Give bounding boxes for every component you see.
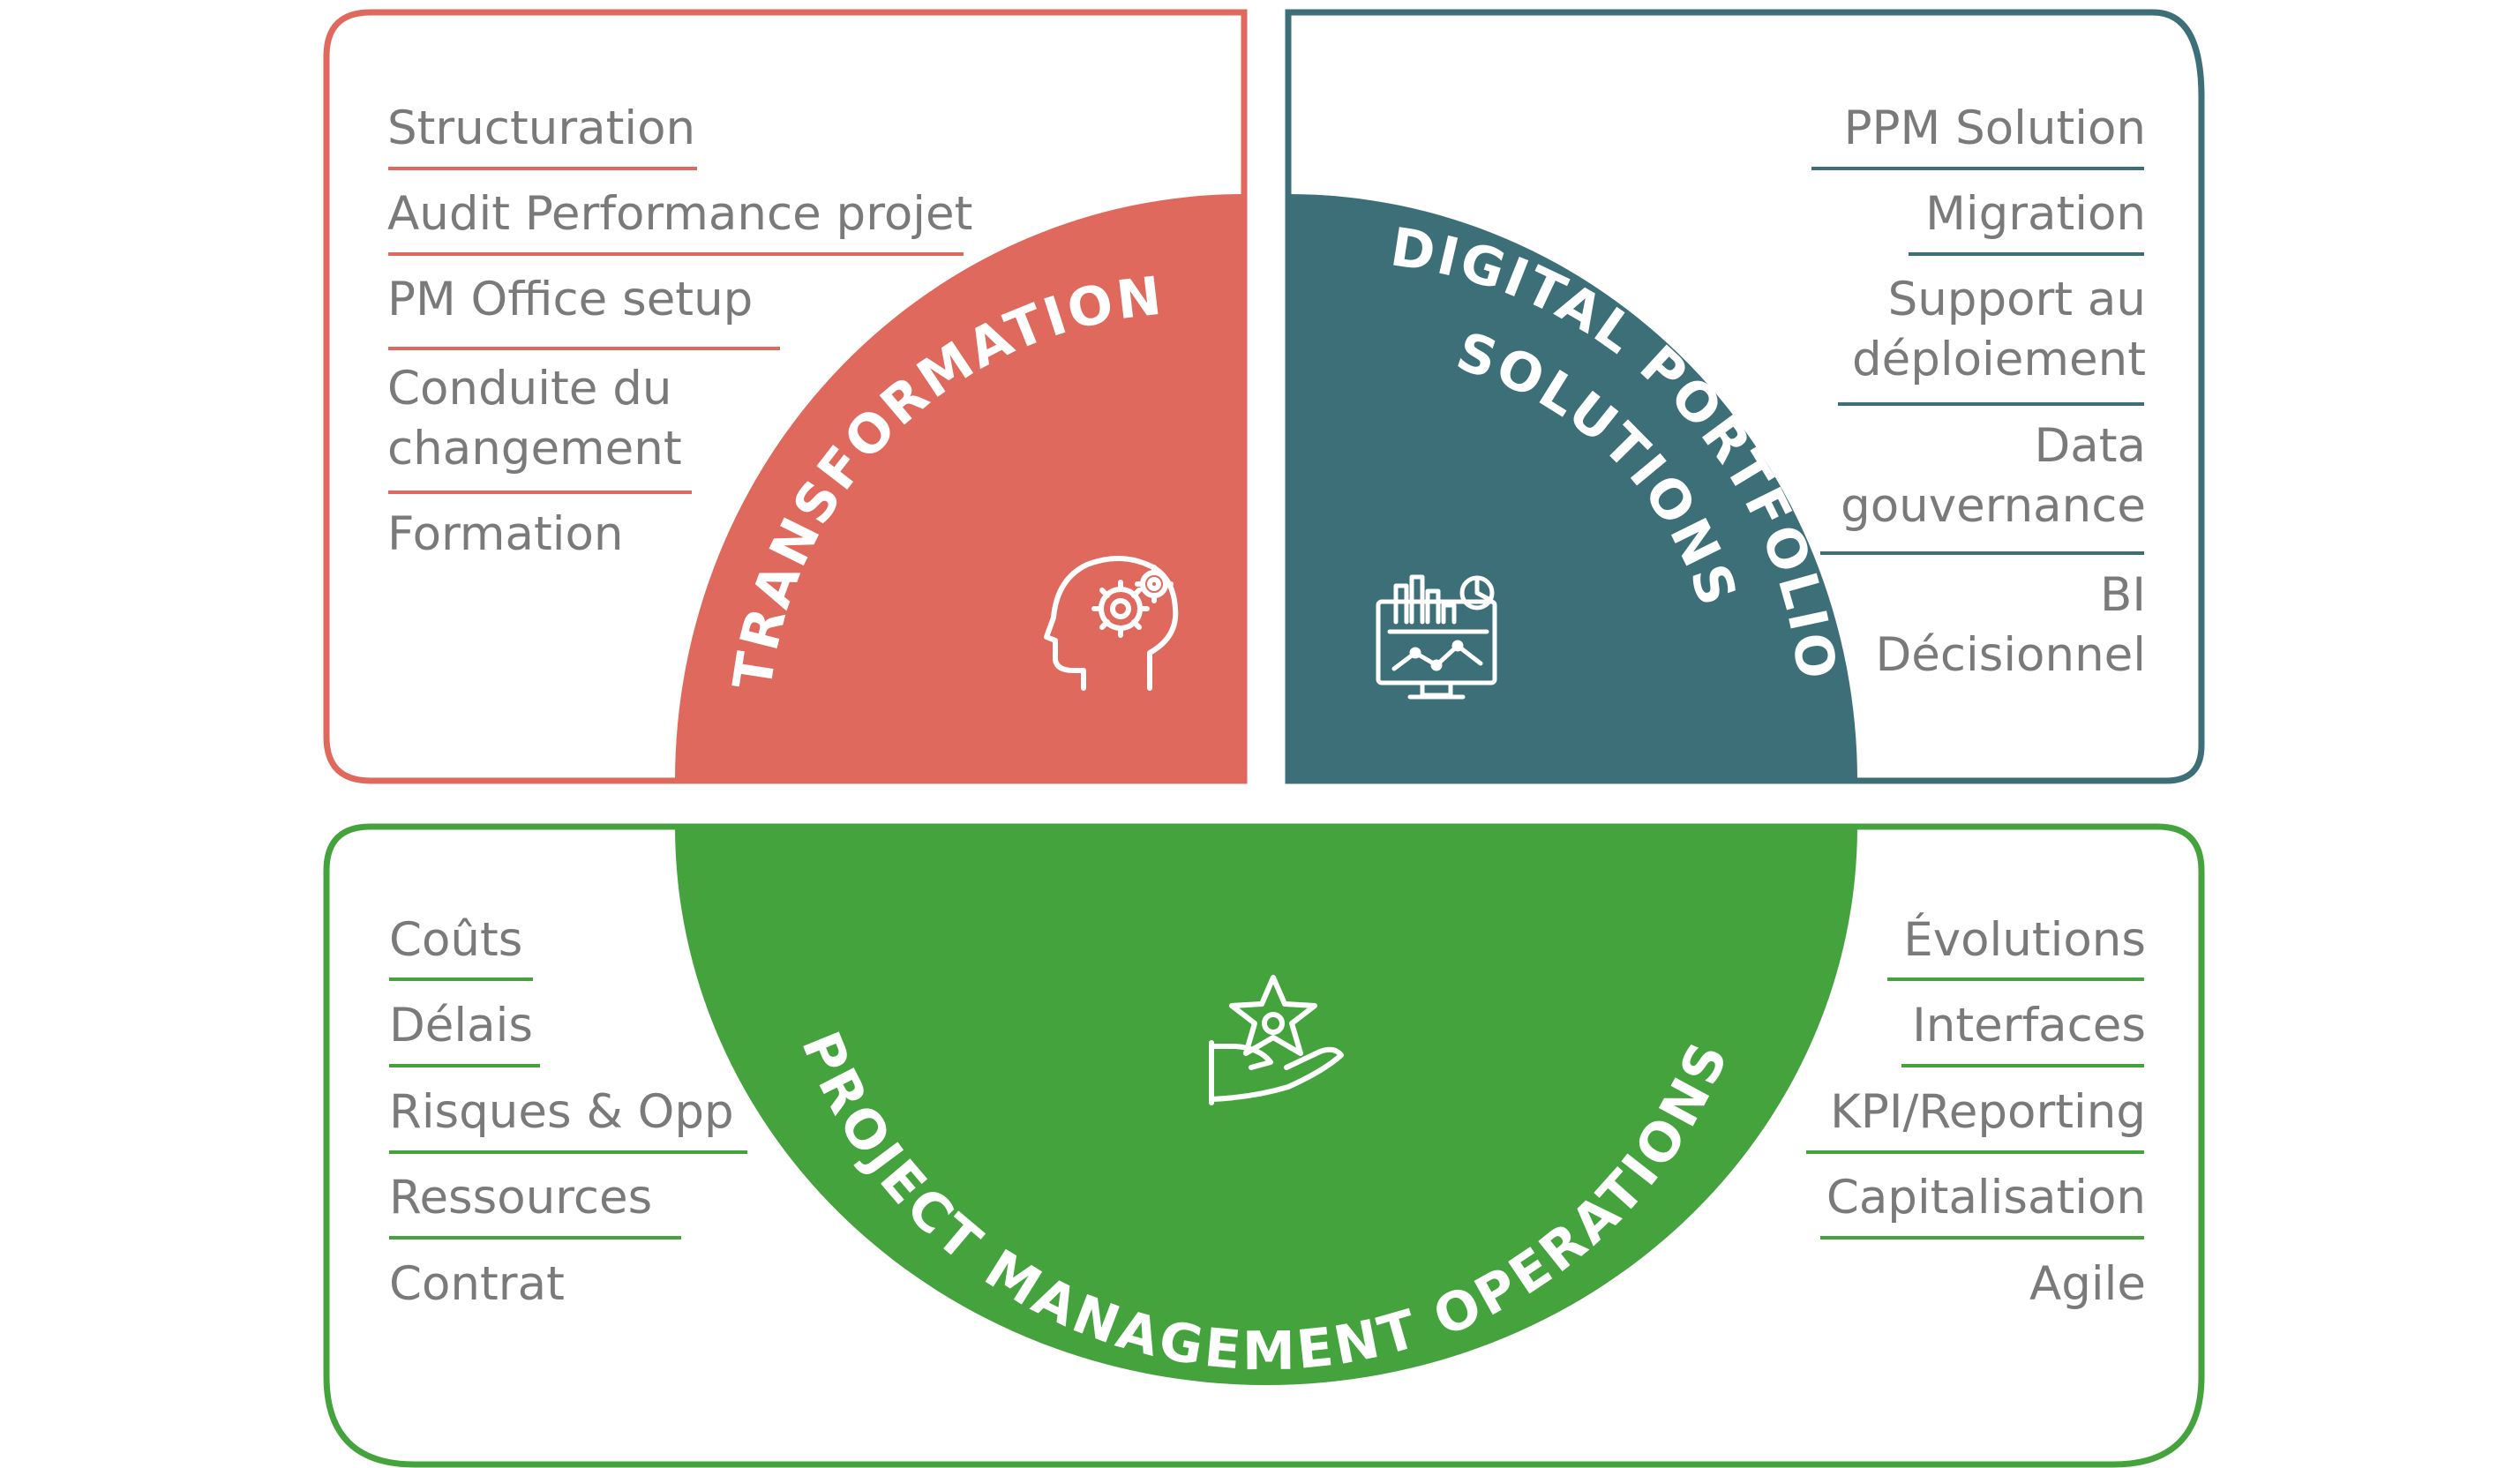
transformation-item: Audit Performance projet xyxy=(387,187,972,241)
transformation-items: Structuration Audit Performance projet P… xyxy=(387,101,972,561)
operations-panel xyxy=(323,823,2205,1468)
operations-item: KPI/Reporting xyxy=(1830,1085,2146,1139)
operations-segment xyxy=(675,827,1857,1385)
operations-item: Interfaces xyxy=(1912,999,2146,1052)
hand-star-person-icon xyxy=(1209,975,1344,1105)
operations-item: Coûts xyxy=(389,913,522,967)
digital-item: PPM Solution xyxy=(1844,101,2146,155)
digital-segment xyxy=(1288,194,1857,781)
operations-item: Évolutions xyxy=(1903,911,2146,967)
operations-item: Risques & Opp xyxy=(389,1085,734,1139)
operations-item: Ressources xyxy=(389,1171,652,1225)
head-gears-icon xyxy=(1044,555,1179,691)
transformation-panel xyxy=(323,9,1248,784)
operations-items-right: Évolutions Interfaces KPI/Reporting Capi… xyxy=(1806,911,2146,1311)
digital-item: Migration xyxy=(1925,187,2146,241)
transformation-item: Structuration xyxy=(387,101,695,155)
operations-item: Capitalisation xyxy=(1826,1171,2146,1225)
operations-item: Délais xyxy=(389,999,533,1052)
transformation-item: PM Office setup xyxy=(387,273,753,326)
transformation-segment xyxy=(675,194,1244,781)
digital-panel xyxy=(1285,9,2205,784)
operations-item: Agile xyxy=(2029,1257,2146,1311)
transformation-item: Formation xyxy=(387,507,624,561)
dashboard-monitor-icon xyxy=(1376,574,1497,700)
operations-item: Contrat xyxy=(389,1257,565,1311)
operations-items-left: Coûts Délais Risques & Opp Ressources Co… xyxy=(389,913,747,1311)
